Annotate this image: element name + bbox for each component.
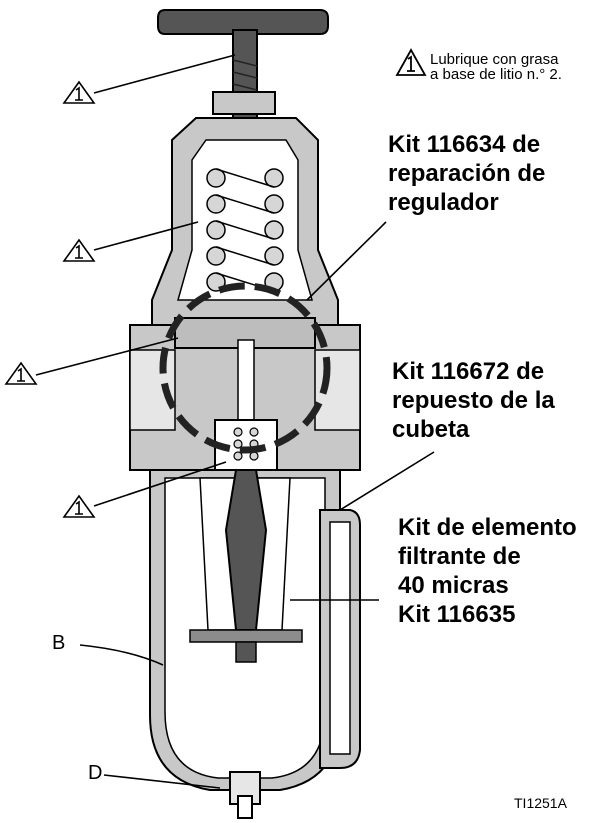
t-handle <box>157 9 329 35</box>
callout-line: regulador <box>388 189 499 216</box>
callout-line: 40 micras <box>398 572 509 599</box>
regulator-kit-callout: Kit 116634 de reparación de regulador <box>388 130 545 217</box>
lock-nut <box>212 91 276 115</box>
callout-line: cubeta <box>392 416 470 443</box>
callout-line: Kit 116672 de <box>392 358 545 385</box>
lubricate-note: Lubrique con grasa a base de litio n.° 2… <box>430 52 562 82</box>
bonnet-cavity <box>177 139 313 301</box>
callout-line: filtrante de <box>398 543 521 570</box>
note-line-2: a base de litio n.° 2. <box>430 66 562 83</box>
bowl-kit-callout: Kit 116672 de repuesto de la cubeta <box>392 357 555 444</box>
lubricate-note-icon <box>395 48 427 76</box>
callout-line: reparación de <box>388 160 546 187</box>
valve-stem <box>237 339 255 421</box>
label-d: D <box>88 762 103 784</box>
drain-tube <box>237 795 253 819</box>
sight-glass-window <box>329 521 351 755</box>
callout-line: Kit 116634 de <box>388 131 541 158</box>
filter-kit-callout: Kit de elemento filtrante de 40 micras K… <box>398 513 577 629</box>
regulator-kit-ring <box>159 282 331 454</box>
callout-line: Kit 116635 <box>398 601 516 628</box>
figure-id: TI1251A <box>514 795 567 811</box>
leader-lines <box>35 54 435 789</box>
label-b: B <box>52 632 66 654</box>
note-line-1: Lubrique con grasa <box>430 51 559 68</box>
callout-line: Kit de elemento <box>398 514 577 541</box>
callout-line: repuesto de la <box>392 387 555 414</box>
baffle <box>189 629 303 643</box>
warning-triangle-1-icon <box>4 80 96 518</box>
stem-nut <box>235 641 257 663</box>
